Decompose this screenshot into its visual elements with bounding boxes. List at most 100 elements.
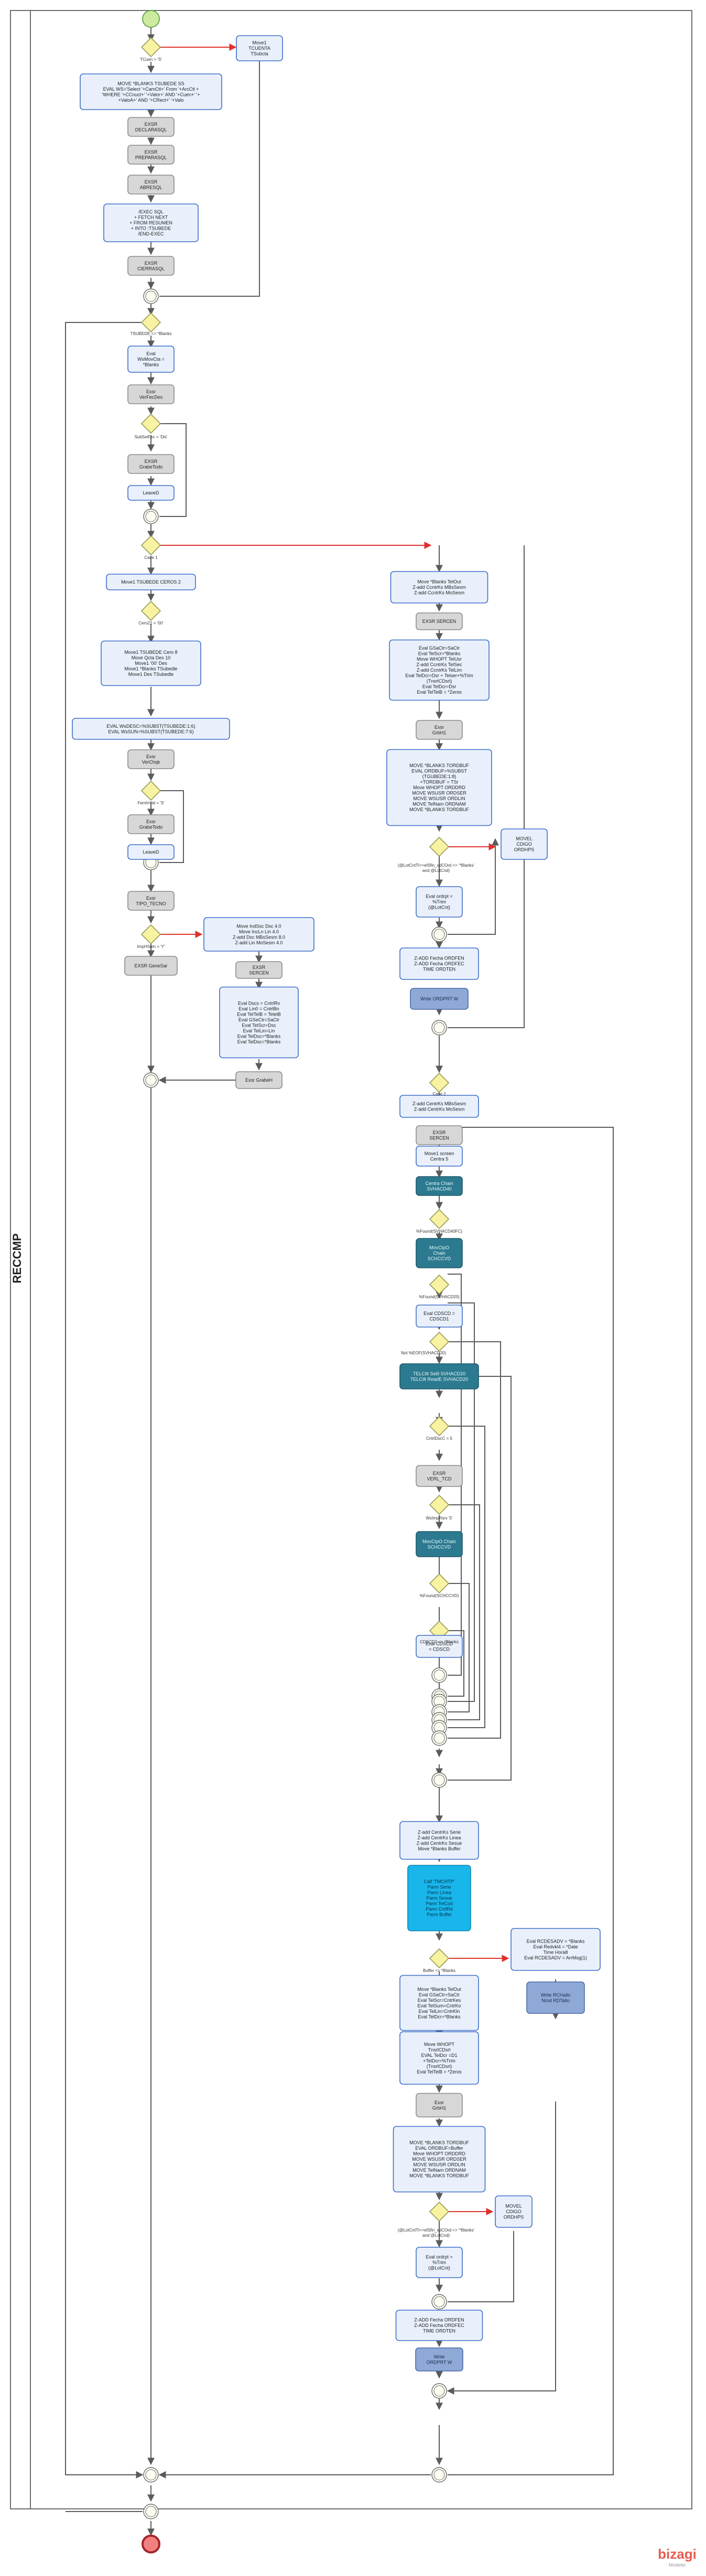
gateway-g-orden2[interactable] <box>429 2201 450 2222</box>
task-box[interactable] <box>416 886 463 918</box>
task-t-eval-ordrpt2[interactable]: Eval ordrpt =%Trim(@LotCnt) <box>416 2247 463 2278</box>
task-box[interactable] <box>127 117 175 137</box>
gateway-g-buffer[interactable] <box>429 1948 450 1969</box>
task-box[interactable] <box>416 1635 463 1658</box>
gateway-g-case[interactable] <box>140 535 161 556</box>
task-box[interactable] <box>410 988 469 1010</box>
task-box[interactable] <box>127 256 175 276</box>
task-box[interactable] <box>416 720 463 740</box>
task-box[interactable] <box>416 2093 463 2118</box>
task-box[interactable] <box>203 917 314 952</box>
task-box[interactable] <box>511 1928 601 1971</box>
gateway-g-found3[interactable] <box>429 1573 450 1594</box>
gateway-g-impres[interactable] <box>140 924 161 945</box>
task-box[interactable] <box>219 986 299 1059</box>
task-t-exsr-sercen2[interactable]: EXSR SERCEN <box>416 612 463 630</box>
gateway-g-fecha[interactable] <box>140 780 161 801</box>
gateway-g-cntrl[interactable] <box>429 1416 450 1437</box>
task-t-leave1[interactable]: LeaveD <box>127 485 175 501</box>
task-box[interactable] <box>127 814 175 834</box>
task-box[interactable] <box>416 1531 463 1557</box>
task-box[interactable] <box>127 454 175 474</box>
task-box[interactable] <box>80 73 222 110</box>
task-box[interactable] <box>416 2247 463 2278</box>
task-box[interactable] <box>416 1146 463 1167</box>
task-box[interactable] <box>416 612 463 630</box>
gateway-g-subcta[interactable] <box>140 413 161 434</box>
gateway-g-tcuenta[interactable] <box>140 37 161 58</box>
task-box[interactable] <box>103 203 199 242</box>
gateway-g-orden1[interactable] <box>429 836 450 857</box>
task-box[interactable] <box>395 2310 483 2341</box>
task-t-exec-sql[interactable]: /EXEC SQL+ FETCH NEXT+ FROM RESUMEN+ INT… <box>103 203 199 242</box>
task-box[interactable] <box>501 828 548 860</box>
task-box[interactable] <box>407 1864 471 1932</box>
task-box[interactable] <box>106 574 196 590</box>
task-box[interactable] <box>390 571 488 603</box>
task-box[interactable] <box>399 947 479 980</box>
task-box[interactable] <box>127 749 175 769</box>
task-box[interactable] <box>399 1095 479 1118</box>
task-box[interactable] <box>399 2031 479 2085</box>
task-box[interactable] <box>124 956 178 976</box>
task-t-leave2[interactable]: LeaveD <box>127 844 175 860</box>
task-t-exsr-grabeh[interactable]: Exsr GrabeH <box>235 1071 283 1089</box>
task-t-eval-wsdesc[interactable]: EVAL WsDESC=%SUBST(TSUBEDE:1:6)EVAL WsSU… <box>72 718 230 740</box>
task-t-eval-ordrpt1[interactable]: Eval ordrpt =%Trim(@LotCnt) <box>416 886 463 918</box>
gateway-g-found1[interactable] <box>429 1209 450 1230</box>
task-box[interactable] <box>236 35 283 61</box>
task-box[interactable] <box>127 485 175 501</box>
gateway-g-notfound[interactable] <box>429 1331 450 1352</box>
gateway-g-tsubedes[interactable] <box>140 312 161 333</box>
task-box[interactable] <box>127 844 175 860</box>
gateway-g-case2[interactable] <box>429 1072 450 1093</box>
task-box[interactable] <box>389 639 490 701</box>
task-box[interactable] <box>127 891 175 911</box>
task-box[interactable] <box>416 1176 463 1196</box>
gateway-g-found2[interactable] <box>429 1274 450 1295</box>
task-box[interactable] <box>393 2126 486 2193</box>
task-box[interactable] <box>127 384 175 404</box>
task-box[interactable] <box>495 2195 533 2228</box>
task-box[interactable] <box>399 1975 479 2031</box>
task-box[interactable] <box>235 1071 283 1089</box>
task-box[interactable] <box>399 1363 479 1389</box>
task-box[interactable] <box>399 1821 479 1860</box>
task-box[interactable] <box>235 961 283 979</box>
gateway-g-ceros[interactable] <box>140 600 161 621</box>
task-box[interactable] <box>127 346 175 373</box>
task-t-move-cer1[interactable]: Move1 TSUBEDE CEROS 2 <box>106 574 196 590</box>
task-box[interactable] <box>127 175 175 195</box>
